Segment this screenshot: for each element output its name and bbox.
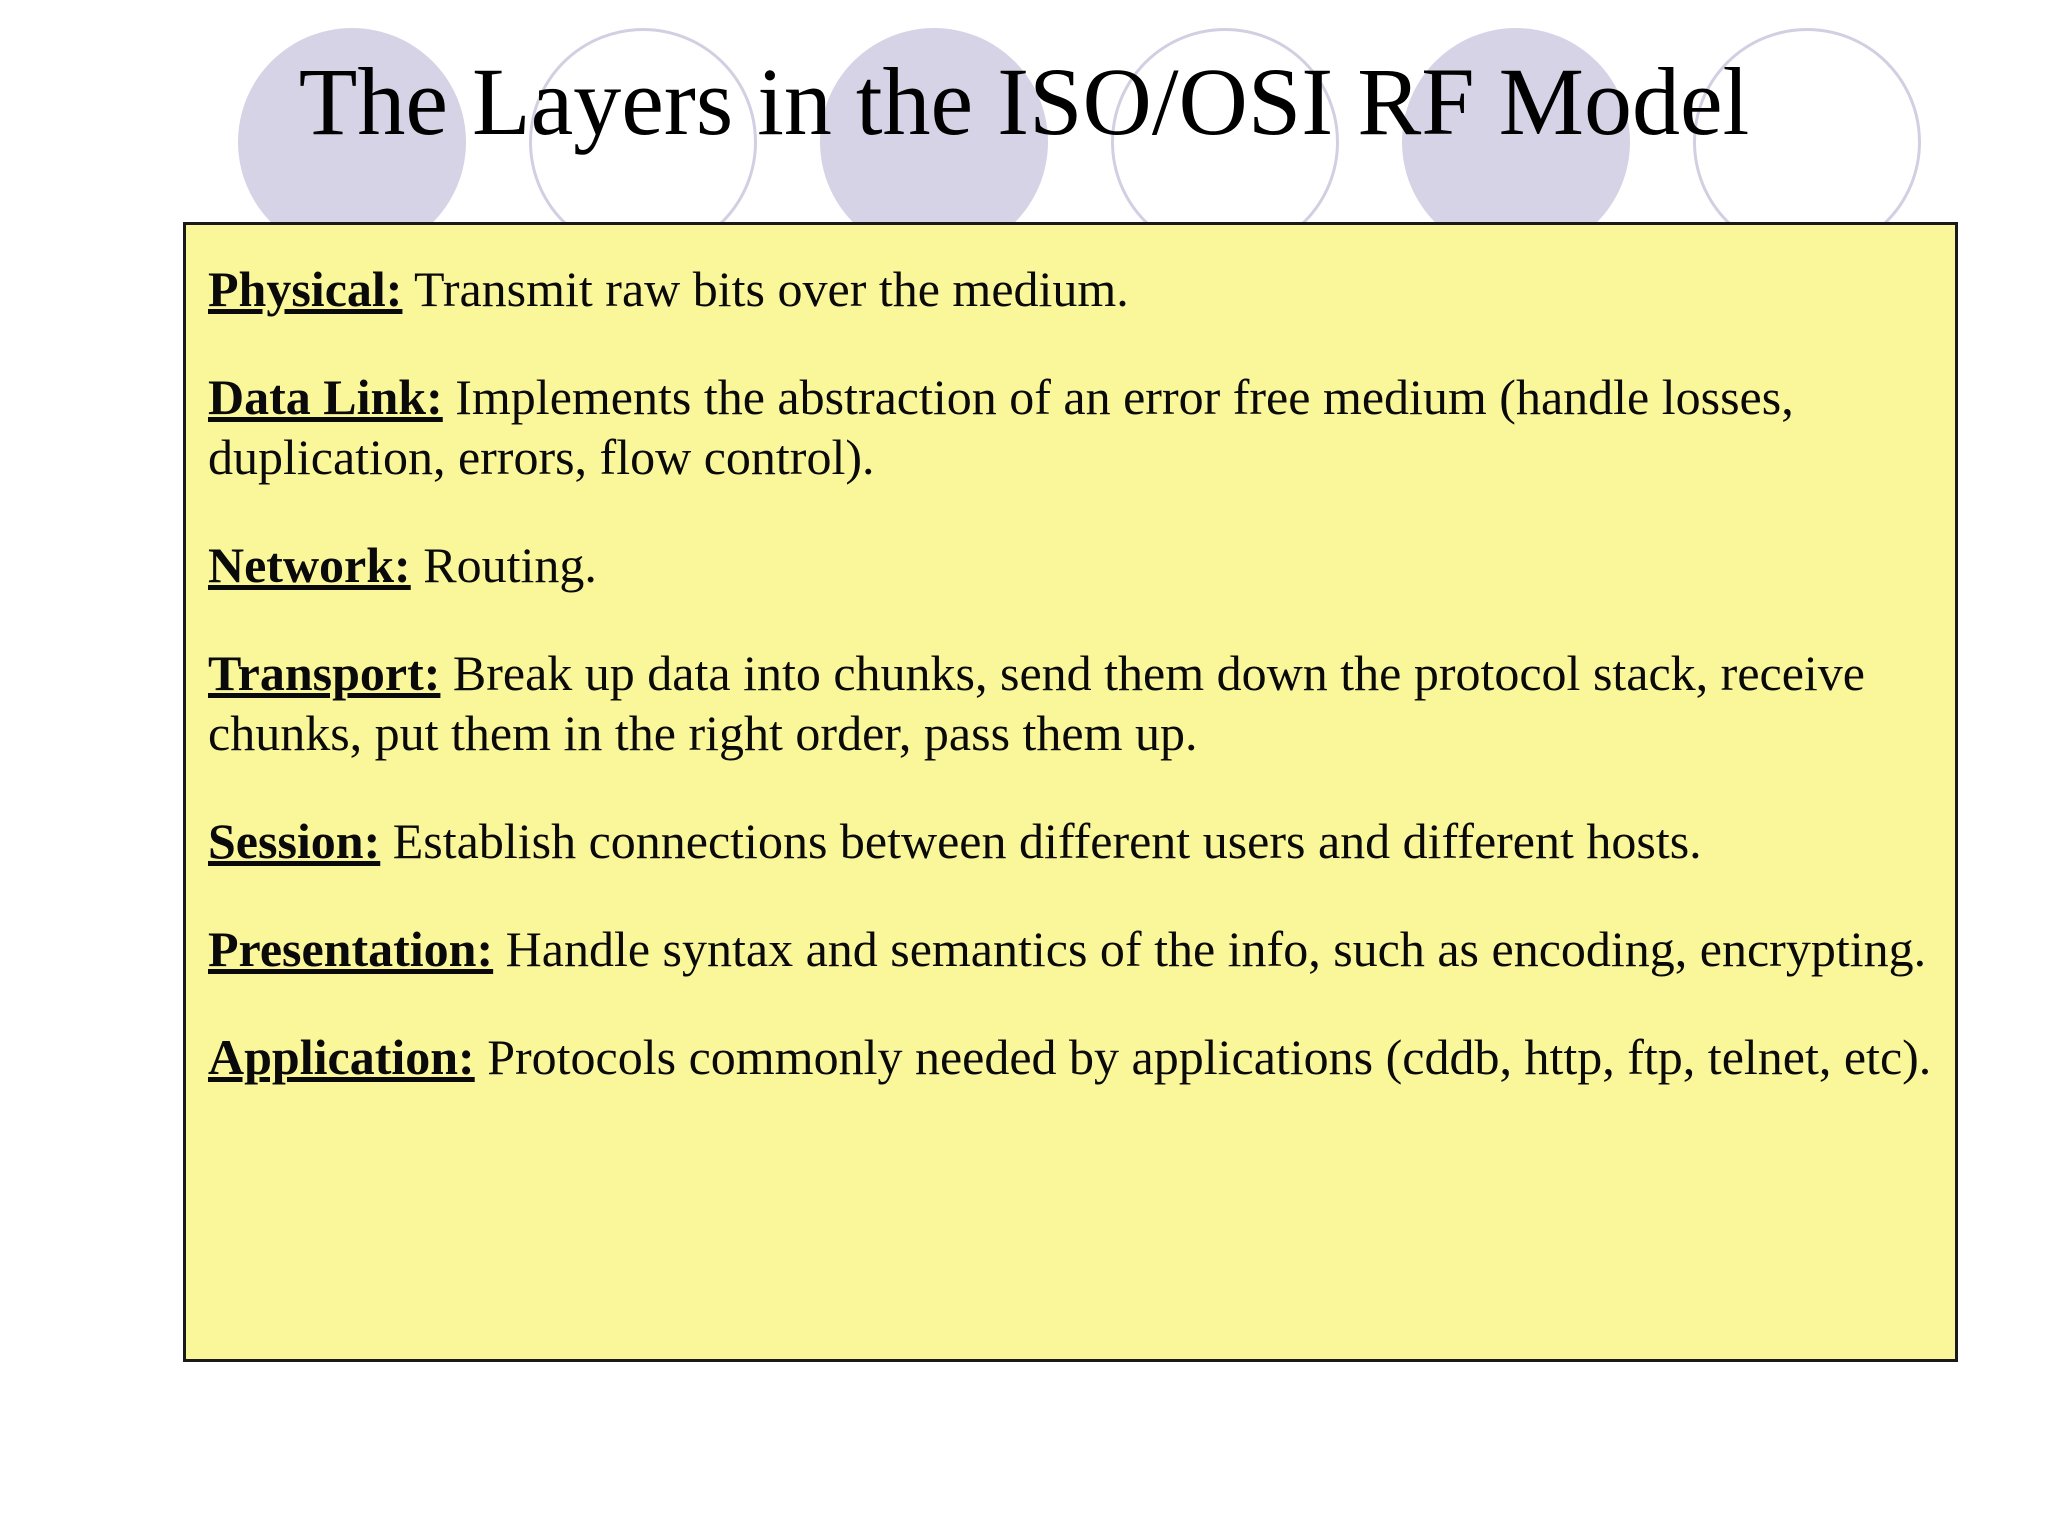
- layer-description-application: Protocols commonly needed by application…: [487, 1029, 1932, 1085]
- layer-item-presentation: Presentation: Handle syntax and semantic…: [208, 919, 1955, 979]
- layer-label-data-link: Data Link:: [208, 369, 443, 425]
- layer-description-transport: Break up data into chunks, send them dow…: [208, 645, 1865, 761]
- layer-item-transport: Transport: Break up data into chunks, se…: [208, 643, 1955, 763]
- layer-description-network: Routing.: [423, 537, 597, 593]
- layer-item-session: Session: Establish connections between d…: [208, 811, 1955, 871]
- layer-label-presentation: Presentation:: [208, 921, 494, 977]
- layers-content-box: Physical: Transmit raw bits over the med…: [183, 222, 1958, 1362]
- layer-description-data-link: Implements the abstraction of an error f…: [208, 369, 1794, 485]
- layer-label-network: Network:: [208, 537, 411, 593]
- layer-item-physical: Physical: Transmit raw bits over the med…: [208, 259, 1955, 319]
- page-title: The Layers in the ISO/OSI RF Model: [298, 48, 1750, 155]
- layer-label-transport: Transport:: [208, 645, 441, 701]
- layer-description-physical: Transmit raw bits over the medium.: [414, 261, 1129, 317]
- layer-item-application: Application: Protocols commonly needed b…: [208, 1027, 1955, 1087]
- layer-item-data-link: Data Link: Implements the abstraction of…: [208, 367, 1955, 487]
- layer-label-application: Application:: [208, 1029, 475, 1085]
- layer-label-session: Session:: [208, 813, 381, 869]
- layer-label-physical: Physical:: [208, 261, 403, 317]
- layer-item-network: Network: Routing.: [208, 535, 1955, 595]
- layer-description-presentation: Handle syntax and semantics of the info,…: [505, 921, 1927, 977]
- layer-description-session: Establish connections between different …: [392, 813, 1702, 869]
